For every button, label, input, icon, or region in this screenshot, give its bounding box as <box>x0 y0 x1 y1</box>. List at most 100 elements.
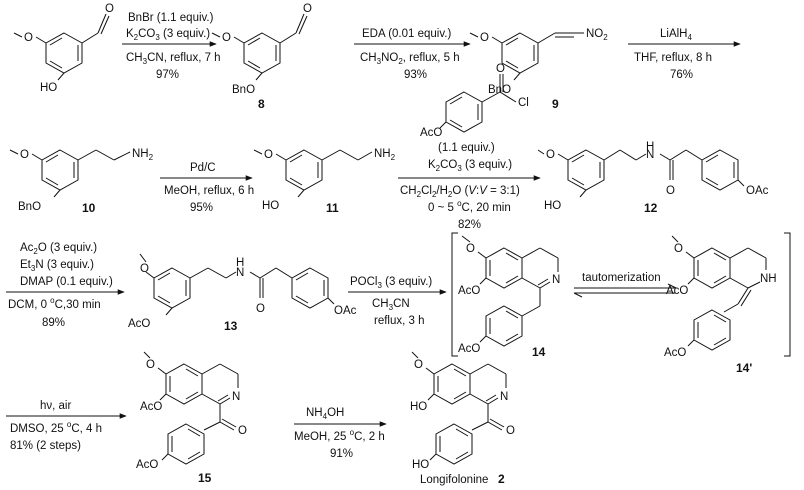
svg-text:97%: 97% <box>156 69 179 81</box>
svg-text:NH2: NH2 <box>374 148 396 162</box>
structure-12: H N O OAc O HO 12 <box>537 141 769 215</box>
structure-acyl-chloride: O Cl AcO <box>420 63 529 139</box>
svg-text:O: O <box>546 149 555 161</box>
conditions-step-7: POCl3 (3 equiv.) CH3CN reflux, 3 h <box>350 276 432 327</box>
svg-text:O: O <box>496 63 505 75</box>
svg-text:BnO: BnO <box>232 84 255 96</box>
svg-text:DMSO, 25 oC, 4 h: DMSO, 25 oC, 4 h <box>10 420 102 435</box>
svg-text:N: N <box>500 391 508 403</box>
svg-text:OAc: OAc <box>746 185 769 197</box>
svg-text:N: N <box>552 274 560 286</box>
svg-text:Cl: Cl <box>518 97 529 109</box>
svg-text:(1.1 equiv.): (1.1 equiv.) <box>438 142 495 154</box>
structure-15: N O O AcO AcO 15 <box>136 351 247 485</box>
svg-text:LiAlH4: LiAlH4 <box>660 28 692 42</box>
svg-text:HO: HO <box>262 200 279 212</box>
svg-text:AcO: AcO <box>420 127 442 139</box>
svg-text:NH: NH <box>760 273 777 285</box>
conditions-step-5: (1.1 equiv.) K2CO3 (3 equiv.) CH2Cl2/H2O… <box>400 142 520 231</box>
svg-text:AcO: AcO <box>136 459 158 471</box>
conditions-step-4: Pd/C MeOH, reflux, 6 h 95% <box>164 162 254 214</box>
svg-text:N: N <box>646 149 654 161</box>
conditions-step-2: EDA (0.01 equiv.) CH3NO2, reflux, 5 h 93… <box>360 28 460 81</box>
svg-text:Pd/C: Pd/C <box>190 162 216 174</box>
svg-text:MeOH, 25 oC, 2 h: MeOH, 25 oC, 2 h <box>294 428 385 443</box>
bracket-right <box>784 232 791 357</box>
compound-label-12: 12 <box>644 201 658 215</box>
svg-text:K2CO3 (3 equiv.): K2CO3 (3 equiv.) <box>126 28 210 42</box>
svg-text:N: N <box>232 391 240 403</box>
compound-label-13: 13 <box>224 319 238 333</box>
compound-label-11: 11 <box>326 201 339 215</box>
svg-text:MeOH, reflux, 6 h: MeOH, reflux, 6 h <box>164 185 254 197</box>
svg-text:95%: 95% <box>190 202 213 214</box>
svg-text:POCl3 (3 equiv.): POCl3 (3 equiv.) <box>350 276 432 290</box>
svg-text:HO: HO <box>410 401 427 413</box>
svg-text:AcO: AcO <box>664 347 686 359</box>
bracket-left <box>451 232 458 357</box>
svg-text:DCM, 0 oC,30 min: DCM, 0 oC,30 min <box>8 296 101 311</box>
svg-text:O: O <box>256 303 265 315</box>
svg-text:CH2Cl2/H2O (V:V = 3:1): CH2Cl2/H2O (V:V = 3:1) <box>400 185 520 199</box>
structure-vanillin: O O HO <box>13 3 114 94</box>
svg-text:O: O <box>222 32 231 44</box>
atom-ho: HO <box>40 82 57 94</box>
structure-14: N O AcO AcO 14 <box>458 235 560 359</box>
svg-text:O: O <box>146 359 155 371</box>
compound-label-10: 10 <box>82 201 96 215</box>
svg-text:BnO: BnO <box>18 201 41 213</box>
svg-text:89%: 89% <box>42 317 65 329</box>
svg-text:K2CO3 (3 equiv.): K2CO3 (3 equiv.) <box>428 159 512 173</box>
svg-text:hν, air: hν, air <box>40 400 71 412</box>
svg-text:AcO: AcO <box>458 343 480 355</box>
svg-text:BnBr (1.1 equiv.): BnBr (1.1 equiv.) <box>128 12 214 24</box>
svg-text:CH3CN: CH3CN <box>372 298 410 312</box>
svg-text:O: O <box>20 149 29 161</box>
structure-14-prime: NH O AcO AcO 14' <box>664 235 777 375</box>
svg-text:O: O <box>674 243 683 255</box>
compound-label-8: 8 <box>258 97 265 111</box>
svg-text:OAc: OAc <box>334 305 357 317</box>
svg-text:HO: HO <box>412 459 429 471</box>
svg-text:O: O <box>480 32 489 44</box>
atom-aldehyde-o: O <box>105 3 114 15</box>
svg-text:NH4OH: NH4OH <box>306 407 344 421</box>
structure-longifolonine: N O O HO HO Longifolonine 2 <box>410 351 515 486</box>
atom-ether-o: O <box>24 32 33 44</box>
structure-11: NH2 O HO 11 <box>253 148 396 215</box>
svg-text:EDA (0.01 equiv.): EDA (0.01 equiv.) <box>362 28 451 40</box>
conditions-step-3: LiAlH4 THF, reflux, 8 h 76% <box>634 28 712 81</box>
svg-text:O: O <box>506 425 515 437</box>
conditions-step-6: Ac2O (3 equiv.) Et3N (3 equiv.) DMAP (0.… <box>8 242 113 329</box>
svg-text:0 ~ 5 oC, 20 min: 0 ~ 5 oC, 20 min <box>428 199 511 214</box>
structure-10: NH2 O BnO 10 <box>9 148 154 215</box>
svg-text:AcO: AcO <box>128 318 150 330</box>
svg-text:H: H <box>646 141 654 153</box>
svg-text:O: O <box>264 149 273 161</box>
compound-label-14-prime: 14' <box>736 361 752 375</box>
svg-text:NH2: NH2 <box>132 148 154 162</box>
svg-text:HO: HO <box>544 200 561 212</box>
svg-text:Et3N (3 equiv.): Et3N (3 equiv.) <box>20 259 94 273</box>
compound-label-15: 15 <box>198 471 212 485</box>
svg-text:93%: 93% <box>404 69 427 81</box>
compound-label-9: 9 <box>552 97 559 111</box>
svg-text:AcO: AcO <box>666 285 688 297</box>
svg-text:O: O <box>303 3 312 15</box>
svg-text:Ac2O (3 equiv.): Ac2O (3 equiv.) <box>20 242 97 256</box>
svg-text:82%: 82% <box>458 219 481 231</box>
conditions-step-9: NH4OH MeOH, 25 oC, 2 h 91% <box>294 407 385 460</box>
svg-text:CH3NO2, reflux, 5 h: CH3NO2, reflux, 5 h <box>360 52 460 66</box>
svg-text:reflux, 3 h: reflux, 3 h <box>374 315 425 327</box>
structure-9: NO2 O BnO 9 <box>469 28 608 111</box>
svg-text:81% (2 steps): 81% (2 steps) <box>10 440 81 452</box>
svg-text:DMAP (0.1 equiv.): DMAP (0.1 equiv.) <box>20 276 113 288</box>
svg-text:N: N <box>236 267 244 279</box>
svg-text:AcO: AcO <box>458 285 480 297</box>
svg-text:tautomerization: tautomerization <box>582 272 661 284</box>
svg-text:NO2: NO2 <box>586 28 608 42</box>
conditions-step-1: BnBr (1.1 equiv.) K2CO3 (3 equiv.) CH3CN… <box>126 12 221 81</box>
svg-text:O: O <box>414 359 423 371</box>
svg-text:O: O <box>140 263 149 275</box>
